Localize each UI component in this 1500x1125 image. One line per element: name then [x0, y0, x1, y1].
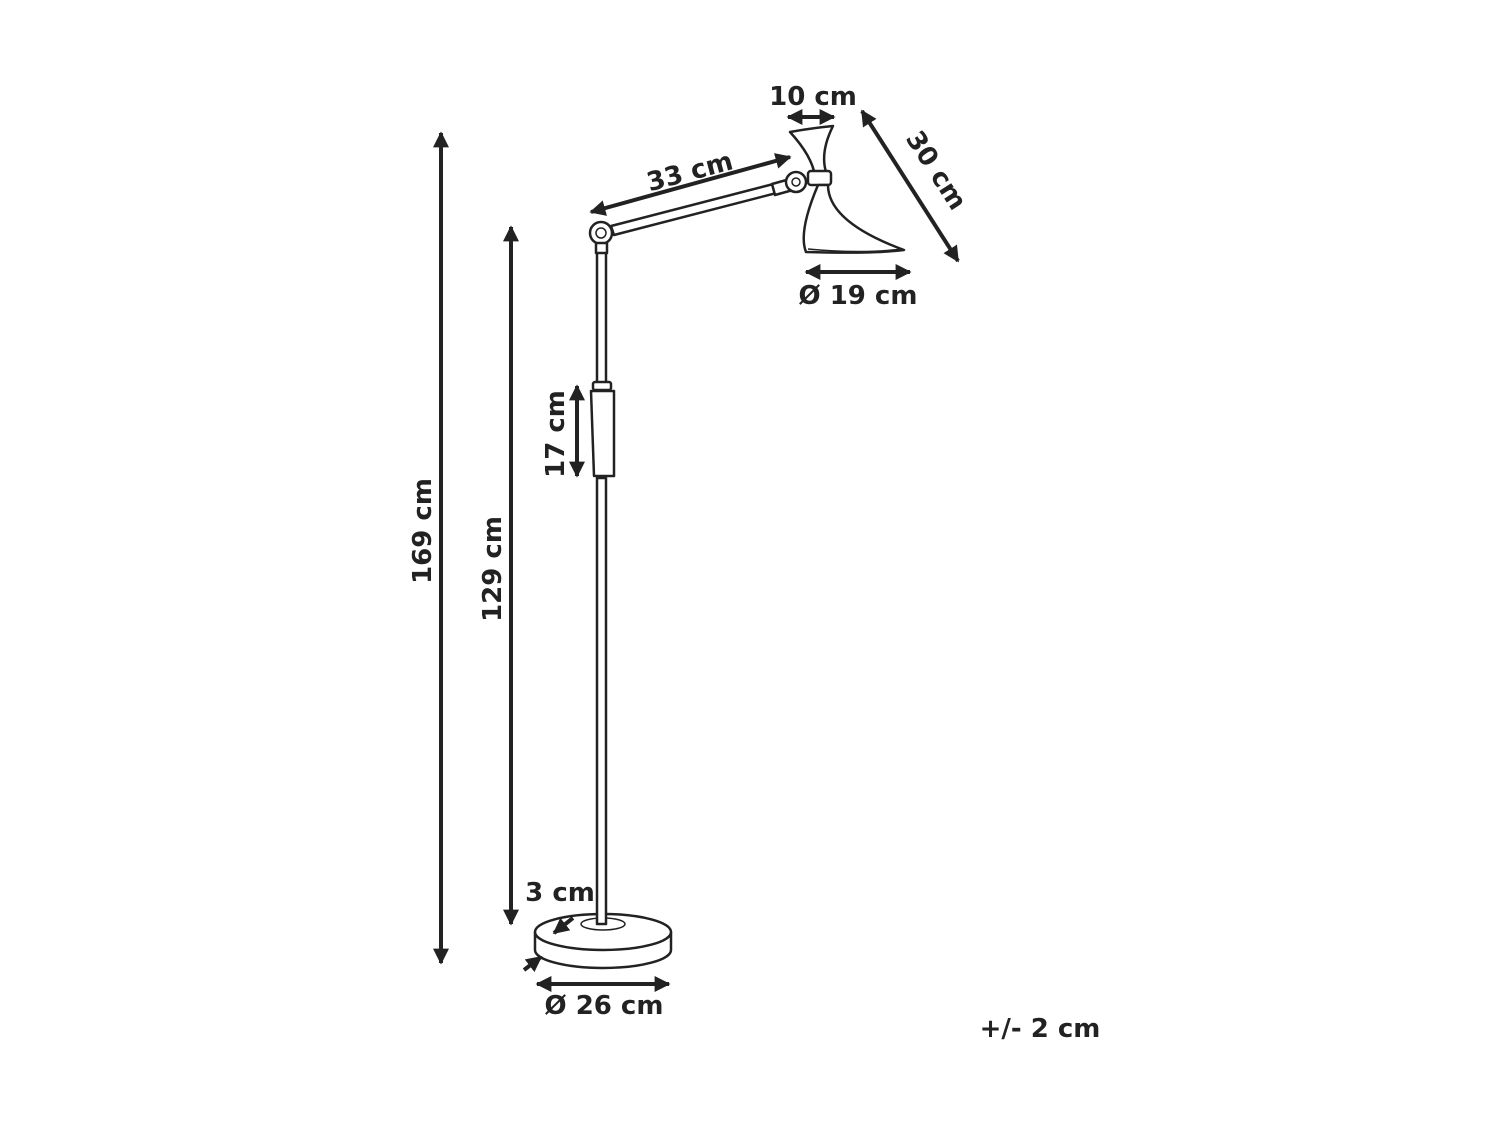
base-thickness-arrow-bottom [522, 955, 543, 973]
lamp-lower-joint [588, 220, 614, 255]
lamp-upper-joint [784, 170, 808, 194]
pole-height-label: 129 cm [478, 516, 508, 622]
total-height-label: 169 cm [408, 478, 438, 584]
arm-length-label: 33 cm [644, 146, 737, 198]
arm-length-arrow [589, 153, 792, 216]
lamp-drawing [533, 124, 906, 970]
lamp-arm [609, 177, 795, 237]
lamp-handle [589, 389, 616, 478]
lamp-shade [788, 124, 906, 254]
shade-length-label: 30 cm [899, 126, 972, 216]
shade-top-width-label: 10 cm [769, 82, 857, 112]
base-thickness-arrow-top [552, 916, 575, 935]
shade-length-arrow [860, 109, 960, 263]
lamp-pole [591, 250, 613, 926]
base-thickness-label: 3 cm [525, 878, 595, 908]
shade-diameter-label: Ø 19 cm [799, 281, 918, 311]
base-diameter-label: Ø 26 cm [545, 991, 664, 1021]
handle-length-label: 17 cm [541, 390, 571, 478]
tolerance-note: +/- 2 cm [980, 1014, 1101, 1044]
dimension-lines [433, 109, 960, 992]
